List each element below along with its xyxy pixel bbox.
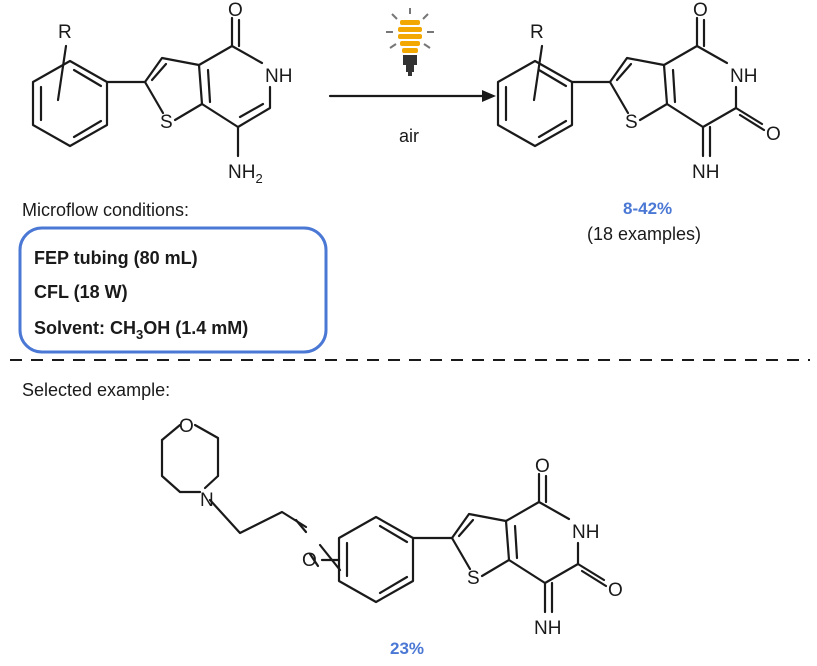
- ether-o-label: O: [302, 550, 317, 571]
- product-carbonyl-o-right: O: [766, 124, 781, 145]
- product-imine-nh-label: NH: [692, 162, 719, 183]
- condition-light: CFL (18 W): [34, 282, 128, 302]
- starting-material: R O NH S NH2: [31, 0, 292, 186]
- product-nh-label: NH: [730, 66, 757, 87]
- condition-solvent: Solvent: CH3OH (1.4 mM): [34, 318, 248, 342]
- condition-tubing: FEP tubing (80 mL): [34, 248, 198, 268]
- carbonyl-o-label: O: [228, 0, 243, 21]
- example-carbonyl-o-right: O: [608, 580, 623, 601]
- product-r-group-label: R: [530, 22, 544, 43]
- light-bulb-icon: [386, 8, 434, 76]
- nh2-label: NH2: [228, 162, 263, 186]
- morpholine-n-label: N: [200, 490, 214, 511]
- yield-range: 8-42%: [623, 199, 672, 218]
- conditions-heading: Microflow conditions:: [22, 200, 189, 220]
- example-phenyl-ring: [337, 515, 415, 604]
- example-imine-nh-label: NH: [534, 618, 561, 639]
- example-count: (18 examples): [587, 224, 701, 244]
- example-heading: Selected example:: [22, 380, 170, 400]
- reaction-arrow: [328, 90, 496, 102]
- example-carbonyl-o-top: O: [535, 456, 550, 477]
- product-benzene-ring: [496, 59, 574, 148]
- morpholine-o-label: O: [179, 416, 194, 437]
- example-sulfur-label: S: [467, 568, 480, 589]
- example-nh-label: NH: [572, 522, 599, 543]
- product-sulfur-label: S: [625, 112, 638, 133]
- conditions-box: [18, 226, 328, 354]
- reagent-label: air: [399, 126, 419, 146]
- example-yield: 23%: [390, 639, 424, 658]
- nh-label: NH: [265, 66, 292, 87]
- example-structure: O N O O NH O S NH: [160, 416, 623, 639]
- r-group-label: R: [58, 22, 72, 43]
- sulfur-label: S: [160, 112, 173, 133]
- benzene-ring: [31, 59, 109, 148]
- product: R O NH O S NH: [496, 0, 781, 183]
- product-carbonyl-o-top: O: [693, 0, 708, 21]
